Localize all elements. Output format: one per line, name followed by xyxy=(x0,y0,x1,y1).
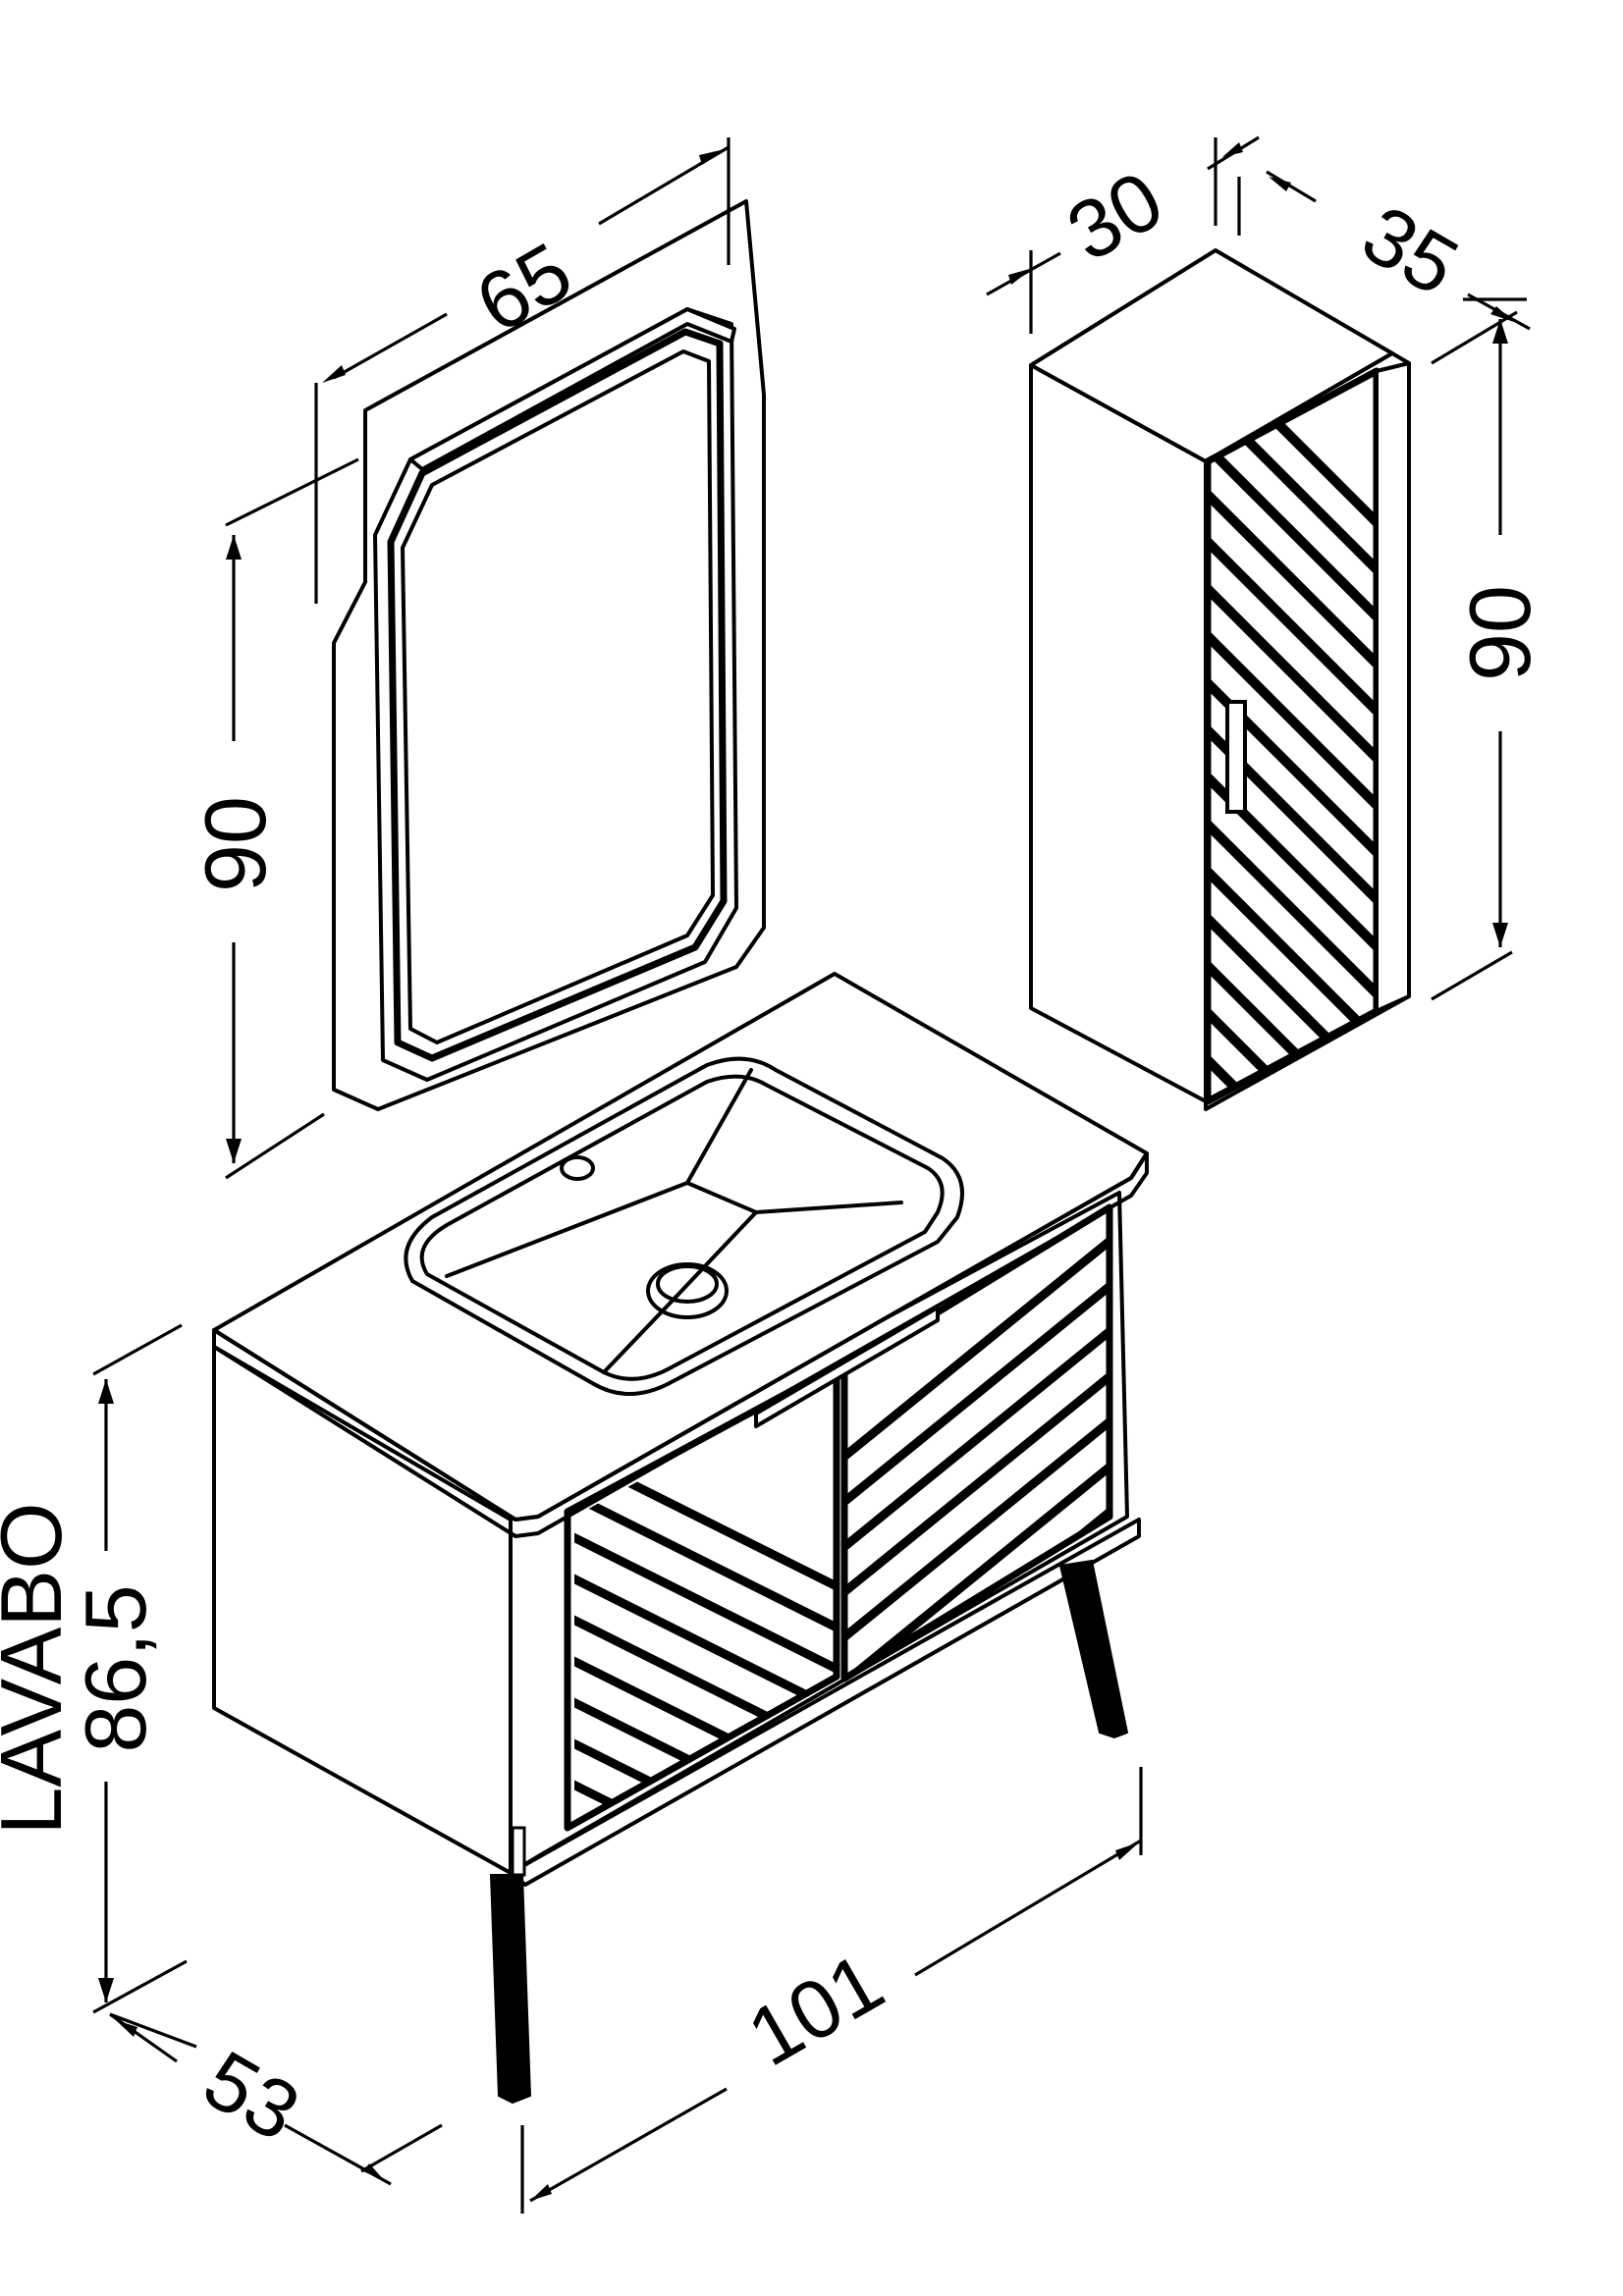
slat xyxy=(1206,838,1377,1101)
dim-vanity-depth: 53 xyxy=(109,2012,443,2186)
slat xyxy=(1178,1125,1434,1380)
slat xyxy=(1206,650,1377,913)
slat xyxy=(1206,1074,1377,1101)
vanity-left-slats xyxy=(550,1438,864,2218)
dim-mirror-height-label: 90 xyxy=(187,796,284,892)
slat xyxy=(1206,791,1377,1054)
mirror xyxy=(332,199,766,1111)
tall-cabinet xyxy=(1029,248,1434,1380)
slat xyxy=(844,1394,1109,1657)
sink-basin xyxy=(404,1056,964,1396)
dim-cabinet-height: 90 xyxy=(1431,310,1548,1001)
tall-cabinet-side xyxy=(1029,363,1208,1103)
slat xyxy=(1206,1027,1377,1101)
dim-vanity-height-label: 86,5 xyxy=(67,1584,164,1752)
slat xyxy=(574,1521,839,1687)
dim-vanity-height: LAVABO 86,5 xyxy=(0,1323,188,2014)
dim-cabinet-depth-label: 35 xyxy=(1348,187,1474,313)
dim-cabinet-height-label: 90 xyxy=(1451,585,1548,681)
vanity-handle[interactable] xyxy=(754,1306,940,1428)
dim-mirror-height: 90 xyxy=(187,457,359,1180)
slat xyxy=(844,1665,1109,1679)
slat xyxy=(1206,697,1377,960)
vanity-name-label: LAVABO xyxy=(0,1502,80,1835)
vanity-leg-front-left xyxy=(489,1874,532,2105)
slat xyxy=(844,1304,1109,1567)
dim-vanity-depth-label: 53 xyxy=(189,2033,315,2159)
slat xyxy=(550,2061,864,2218)
slat xyxy=(844,1213,1109,1476)
slat xyxy=(1206,508,1377,772)
faucet-hole xyxy=(560,1155,595,1181)
slat xyxy=(825,1714,1139,1969)
slat xyxy=(1206,885,1377,1101)
slat xyxy=(574,1768,839,1821)
vanity xyxy=(212,972,1149,2218)
slat xyxy=(844,1349,1109,1612)
vanity-leg-front-right xyxy=(1058,1559,1129,1739)
tall-cabinet-handle[interactable] xyxy=(1225,700,1247,814)
slat xyxy=(1206,744,1377,1007)
dim-cabinet-width-label: 30 xyxy=(1053,153,1178,279)
slat xyxy=(574,1479,839,1646)
dim-vanity-width-label: 101 xyxy=(732,1935,897,2083)
slat xyxy=(1206,414,1377,677)
slat xyxy=(1206,371,1377,583)
slat xyxy=(844,1258,1109,1522)
slat xyxy=(1206,556,1377,819)
slat xyxy=(1206,980,1377,1101)
slat xyxy=(1206,461,1377,724)
slat xyxy=(1206,603,1377,866)
